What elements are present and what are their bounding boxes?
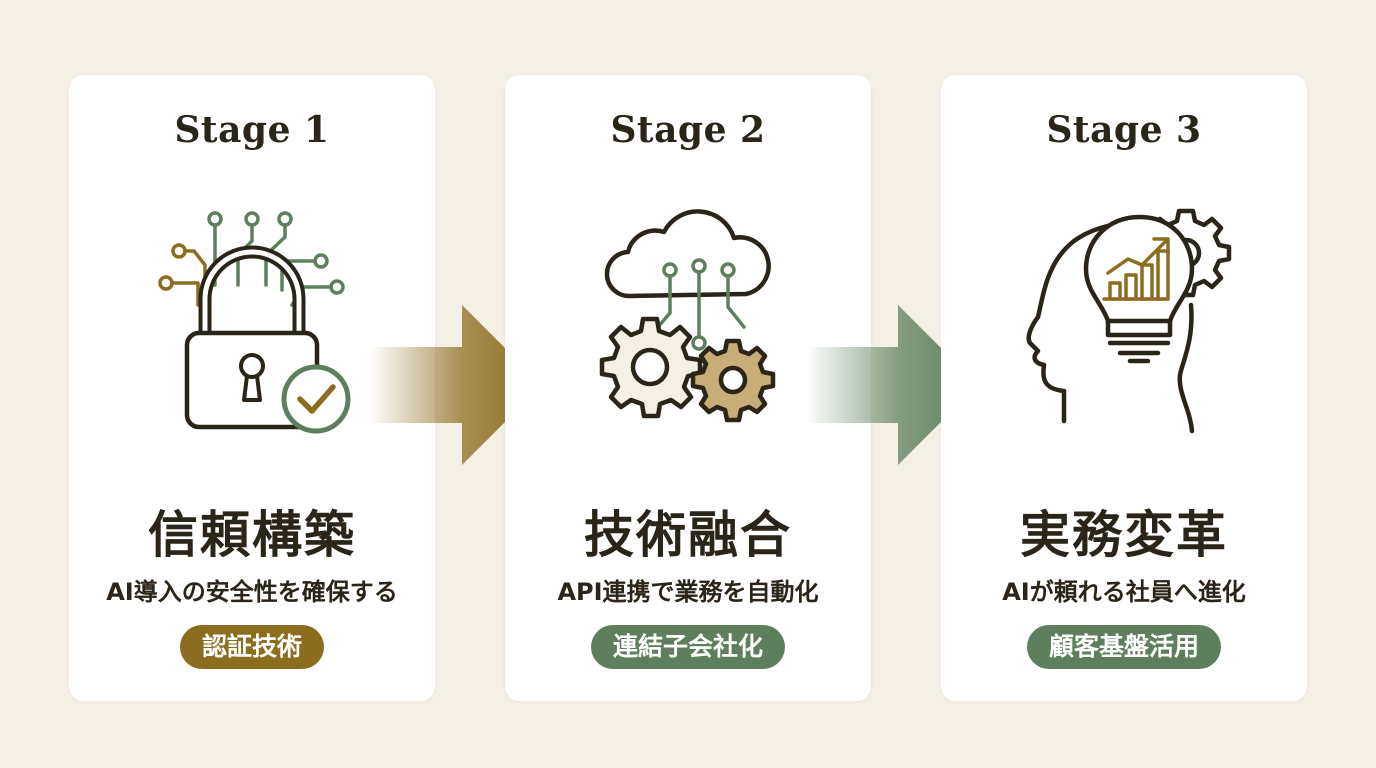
stage-description: AI導入の安全性を確保する xyxy=(106,578,398,606)
stage-heading: 信頼構築 xyxy=(148,505,356,564)
stage-badge: 認証技術 xyxy=(179,625,325,669)
padlock-circuit-check-icon xyxy=(158,211,351,434)
stage-badge: 連結子会社化 xyxy=(590,625,786,669)
stage-heading: 技術融合 xyxy=(584,505,792,564)
right-arrow-icon xyxy=(806,305,978,465)
stage-card-3: Stage 3 xyxy=(941,75,1307,701)
stage-label: Stage 2 xyxy=(610,109,766,151)
stage-description: AIが頼れる社員へ進化 xyxy=(1002,578,1246,606)
right-arrow-icon xyxy=(370,305,542,465)
stage-card-2: Stage 2 技術融合 API連携で業 xyxy=(505,75,871,701)
stage-badge: 顧客基盤活用 xyxy=(1026,625,1222,669)
stage-label: Stage 3 xyxy=(1046,109,1202,151)
stage-description: API連携で業務を自動化 xyxy=(557,578,819,606)
head-lightbulb-gear-icon xyxy=(1026,208,1232,434)
cloud-gears-icon xyxy=(599,209,776,423)
stage-label: Stage 1 xyxy=(174,109,330,151)
stage-heading: 実務変革 xyxy=(1020,505,1228,564)
